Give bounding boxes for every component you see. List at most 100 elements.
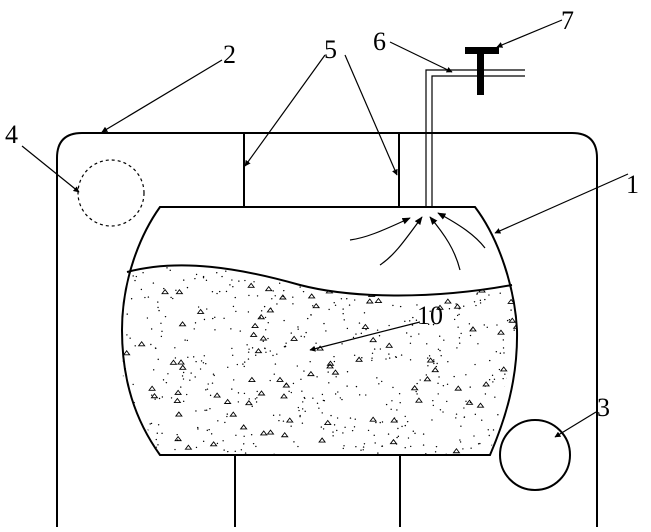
grain-dot [473,435,475,437]
grain-dot [416,304,418,306]
grain-dot [240,449,243,451]
grain-dot [158,397,161,400]
grain-dot [407,437,410,439]
grain-dot [302,290,305,293]
grain-dot [233,379,235,381]
grain [361,323,370,329]
grain-dot [247,265,250,268]
grain-dot [413,269,415,271]
grain-dot [396,409,398,411]
grain-dot [500,438,502,441]
grain-dot [495,351,498,353]
grain-dot [182,371,185,374]
grain-dot [327,371,329,373]
grain-dot [267,322,269,324]
grain-dot [316,376,318,378]
grain-dot [183,279,185,281]
grain-dot [385,403,388,406]
grain-dot [216,292,218,295]
grain-dot [404,424,406,427]
grain-dot [142,272,144,274]
grain-dot [267,337,269,340]
grain-dot [230,328,232,330]
grain-dot [248,398,250,400]
grain [173,397,182,403]
grain-dot [363,443,366,445]
grain-dot [498,368,501,371]
grain-dot [390,282,393,284]
grain-dot [300,378,302,381]
grain-dot [142,447,144,449]
grain-dot [172,297,174,300]
grain-dot [511,452,514,454]
grain-dot [299,286,301,288]
grain-dot [181,375,184,377]
grain-dot [155,438,157,441]
grain-dot [186,286,189,289]
grain-dot [363,312,366,314]
grain-dot [492,381,494,383]
grain-dot [119,400,120,401]
valve-stem [477,50,484,95]
grain-dot [120,364,121,365]
grain-dot [358,322,361,324]
grain-dot [193,328,195,330]
grain-dot [390,408,392,411]
grain [312,302,321,309]
grain-dot [304,410,306,413]
grain-dot [197,428,199,430]
grain-dot [436,362,438,365]
grain-dot [152,282,155,284]
grain-dot [232,354,234,356]
grain-dot [479,302,482,304]
grain-dot [447,360,449,363]
grain-dot [177,439,179,441]
grain-dot [472,258,473,259]
grain-dot [244,452,247,454]
grain-dot [146,317,149,319]
grain-dot [397,427,399,430]
grain-dot [156,432,158,434]
grain [512,323,517,329]
grain-dot [129,337,131,339]
grain-dot [227,450,229,453]
grain [247,282,256,288]
port-right [499,419,571,491]
grain [174,411,183,417]
grain-dot [404,320,406,323]
grain-dot [348,264,349,265]
grain-dot [499,352,502,354]
grain-dot [439,349,441,352]
grain-dot [226,415,228,418]
grain-dot [378,335,381,337]
grain-dot [504,373,506,375]
grain-dot [367,429,370,432]
grain-dot [508,264,509,265]
grain-dot [203,318,206,321]
grain-dot [349,417,352,419]
grain-dot [231,388,233,390]
grain [508,317,517,323]
grain-dot [122,353,124,355]
grain-dot [440,355,442,357]
grain-dot [297,328,299,330]
grain-dot [432,323,435,326]
grain-dot [320,426,323,428]
grain-dot [286,272,288,274]
grain [323,419,332,425]
grain-dot [187,453,189,455]
label-port-right: 3 [597,393,610,422]
grain-dot [255,269,257,272]
grain-dot [234,296,236,299]
grain-dot [318,407,320,409]
grain-dot [334,304,337,307]
grain-dot [432,399,434,402]
grain-dot [199,368,202,370]
grain [499,366,508,372]
grain-dot [458,337,461,339]
grain-dot [338,266,340,268]
grain-dot [323,322,325,325]
grain-dot [476,293,478,295]
grain-dot [442,384,445,387]
grain [178,364,187,370]
